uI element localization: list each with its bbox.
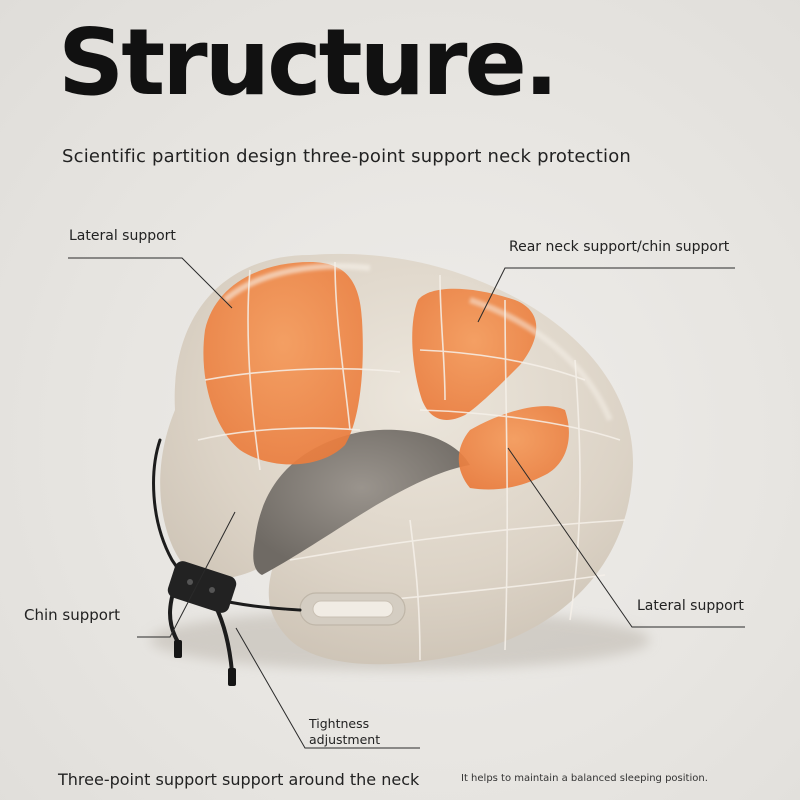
support-zone-right	[458, 406, 569, 490]
page-title: Structure.	[58, 9, 559, 116]
pillow-hole	[253, 429, 470, 575]
support-zone-left	[203, 262, 363, 465]
page-subtitle: Scientific partition design three-point …	[62, 146, 632, 167]
fabric-grid	[197, 261, 626, 661]
label-chin-support: Chin support	[24, 606, 121, 624]
label-lateral-support-right: Lateral support	[637, 598, 744, 614]
label-rear-neck-support: Rear neck support/chin support	[509, 239, 730, 255]
label-tightness-adjustment: Tightness adjustment	[309, 716, 381, 747]
pillow-badge	[299, 592, 406, 626]
annotation-lines	[68, 257, 745, 749]
footer-left-text: Three-point support support around the n…	[58, 770, 420, 789]
adjuster-buckle-icon	[167, 561, 237, 686]
footer-right-text: It helps to maintain a balanced sleeping…	[461, 773, 708, 784]
label-lateral-support-top: Lateral support	[69, 228, 176, 244]
